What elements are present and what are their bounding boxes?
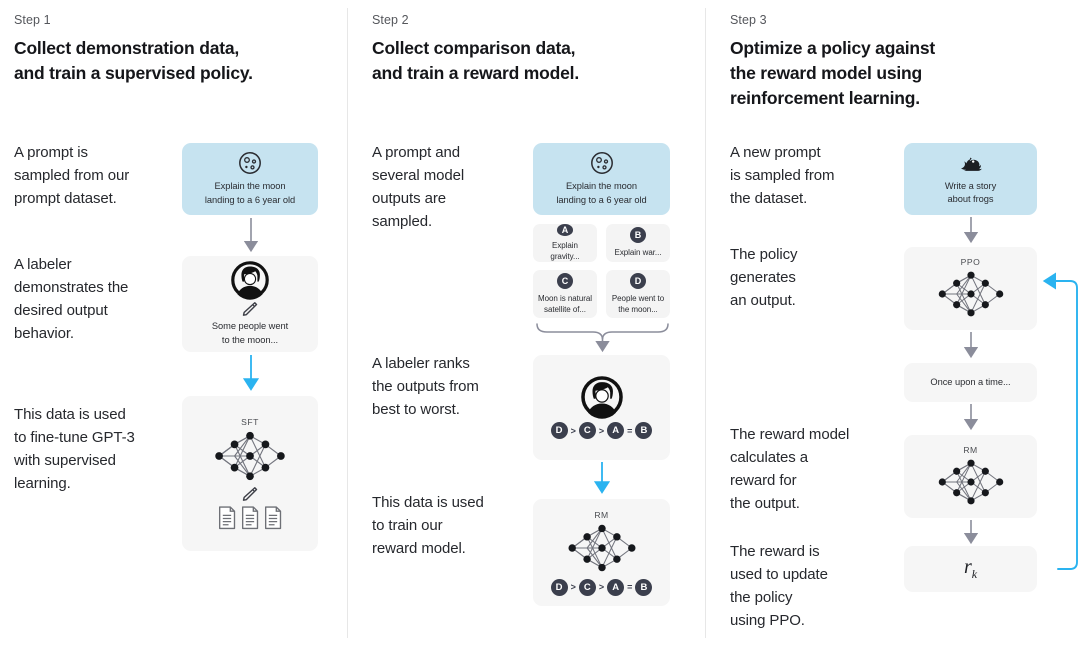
moon-icon	[590, 152, 613, 175]
step-3-ppo-card[interactable]: PPO	[904, 247, 1037, 330]
step-1-arrow-2	[242, 355, 260, 391]
option-badge-b: B	[630, 227, 646, 244]
step-1-sft-label: SFT	[241, 417, 259, 427]
reward-subscript: k	[971, 567, 978, 581]
step-2-title: Collect comparison data, and train a rew…	[372, 38, 579, 83]
neural-network-icon	[937, 271, 1004, 317]
rank-badge-c: C	[578, 422, 596, 439]
step-1-demo-text: Some people went to the moon...	[211, 321, 289, 345]
option-badge-c: C	[557, 272, 573, 289]
step-3-rm-card[interactable]: RM	[904, 435, 1037, 518]
step-3-output-text: Once upon a time...	[930, 376, 1011, 387]
step-3-rm-label: RM	[963, 445, 978, 455]
rank-op-1: >	[570, 425, 576, 436]
document-icon	[241, 506, 258, 530]
rank-badge-d: D	[550, 578, 568, 596]
rank-op-1: >	[570, 582, 576, 592]
step-3-caption-2: The policy generates an output.	[730, 246, 798, 309]
neural-network-icon	[937, 459, 1004, 505]
option-badge-a: A	[557, 224, 573, 236]
step-1-prompt-text: Explain the moon landing to a 6 year old	[204, 181, 296, 205]
option-text-d: People went to the moon...	[611, 293, 665, 314]
step-2-labeler-rank-card[interactable]: D > C > A = B	[533, 355, 670, 460]
reward-symbol: r	[963, 556, 972, 578]
moon-icon	[239, 152, 261, 175]
step-1-arrow-1	[243, 218, 259, 253]
option-text-b: Explain war...	[614, 248, 662, 258]
step-3-arrow-4	[963, 520, 979, 545]
step-2-rm-label: RM	[594, 509, 609, 520]
column-divider-1	[347, 8, 348, 638]
step-3-caption-1: A new prompt is sampled from the dataset…	[730, 144, 835, 207]
step-2-prompt-text: Explain the moon landing to a 6 year old	[556, 181, 647, 205]
step-3-output-card[interactable]: Once upon a time...	[904, 363, 1037, 402]
step-2-prompt-card[interactable]: Explain the moon landing to a 6 year old	[533, 143, 670, 215]
neural-network-icon	[567, 523, 636, 572]
step-2-arrow-blue	[593, 462, 611, 494]
rank-op-2: >	[598, 425, 605, 436]
step-3-column: Step 3 Optimize a policy against the rew…	[716, 0, 1080, 657]
step-3-arrow-3	[963, 404, 979, 431]
option-text-c: Moon is natural satellite of...	[538, 293, 592, 314]
step-3-feedback-loop-arrow	[1042, 272, 1078, 570]
pencil-icon	[242, 302, 258, 317]
step-2-caption-1: A prompt and several model outputs are s…	[372, 144, 465, 230]
step-1-prompt-card[interactable]: Explain the moon landing to a 6 year old	[182, 143, 318, 215]
option-text-a: Explain gravity...	[550, 240, 580, 261]
document-icon	[218, 506, 235, 530]
option-badge-d: D	[630, 272, 646, 289]
step-2-column: Step 2 Collect comparison data, and trai…	[358, 0, 705, 657]
document-icon	[264, 506, 281, 530]
step-2-option-c[interactable]: C Moon is natural satellite of...	[533, 270, 597, 318]
step-2-caption-2: A labeler ranks the outputs from best to…	[372, 355, 479, 418]
step-1-column: Step 1 Collect demonstration data, and t…	[0, 0, 347, 657]
column-divider-2	[705, 8, 706, 638]
rank-badge-c: C	[578, 578, 596, 596]
step-1-labeler-card[interactable]: Some people went to the moon...	[182, 256, 318, 352]
rank-op-3: =	[627, 582, 633, 592]
step-2-caption-3: This data is used to train our reward mo…	[372, 494, 484, 557]
step-3-arrow-1	[963, 217, 979, 244]
step-3-prompt-card[interactable]: Write a story about frogs	[904, 143, 1037, 215]
step-2-label: Step 2	[372, 13, 409, 27]
step-2-rm-card[interactable]: RM D > C > A = B	[533, 499, 670, 606]
rank-badge-d: D	[550, 422, 568, 439]
step-3-reward-card[interactable]: rk	[904, 546, 1037, 592]
rank-badge-b: B	[635, 422, 653, 439]
labeler-avatar-icon	[580, 376, 623, 421]
rank-badge-a: A	[607, 578, 625, 596]
neural-network-icon	[214, 431, 286, 481]
step-2-option-d[interactable]: D People went to the moon...	[606, 270, 670, 318]
rank-op-2: >	[598, 582, 605, 592]
step-1-title: Collect demonstration data, and train a …	[14, 38, 253, 83]
step-3-label: Step 3	[730, 13, 767, 27]
step-1-caption-1: A prompt is sampled from our prompt data…	[14, 144, 130, 207]
rank-badge-a: A	[607, 422, 625, 439]
step-2-ranking-labeler: D > C > A = B	[550, 422, 653, 439]
step-2-option-a[interactable]: A Explain gravity...	[533, 224, 597, 262]
frog-icon	[960, 157, 982, 171]
rank-badge-b: B	[635, 578, 653, 596]
step-2-option-b[interactable]: B Explain war...	[606, 224, 670, 262]
step-3-prompt-text: Write a story about frogs	[944, 180, 997, 204]
step-2-ranking-rm: D > C > A = B	[550, 578, 653, 596]
step-1-sft-card[interactable]: SFT	[182, 396, 318, 551]
step-3-ppo-label: PPO	[960, 257, 981, 267]
step-1-caption-2: A labeler demonstrates the desired outpu…	[14, 256, 129, 342]
step-3-caption-3: The reward model calculates a reward for…	[730, 426, 850, 512]
pencil-icon	[242, 487, 258, 501]
step-1-label: Step 1	[14, 13, 51, 27]
step-2-brace-arrow	[536, 323, 669, 353]
step-3-title: Optimize a policy against the reward mod…	[730, 38, 936, 108]
step-3-arrow-2	[963, 332, 979, 359]
reward-value: rk	[964, 556, 977, 582]
step-1-caption-3: This data is used to fine-tune GPT-3 wit…	[14, 406, 135, 492]
rank-op-3: =	[627, 425, 633, 436]
step-3-caption-4: The reward is used to update the policy …	[730, 543, 828, 629]
document-stack	[218, 506, 283, 530]
labeler-avatar-icon	[231, 261, 269, 302]
